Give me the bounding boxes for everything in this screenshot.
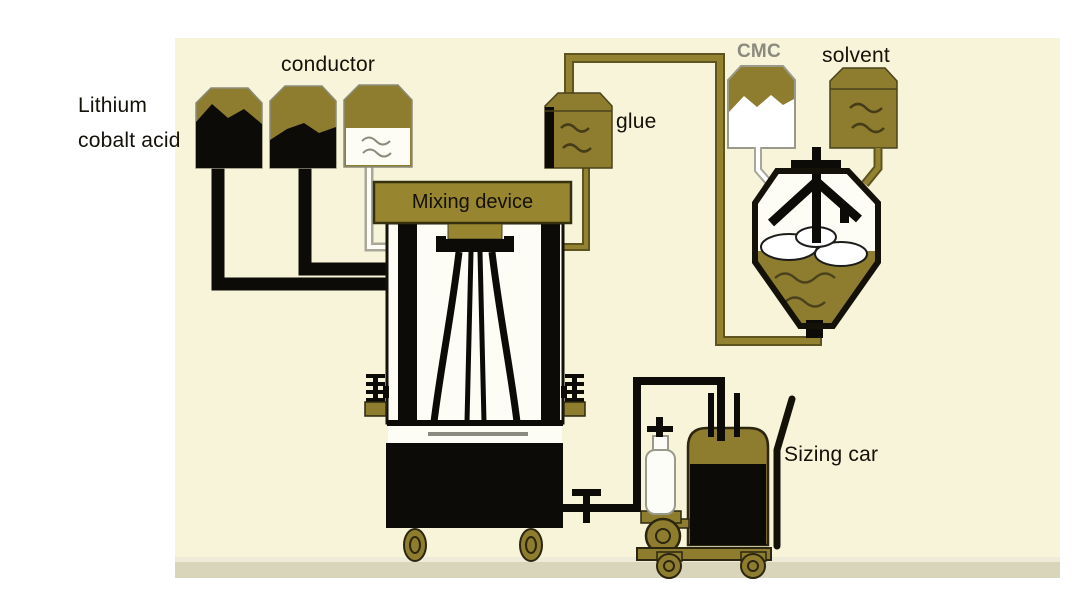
mixer-collar xyxy=(436,236,514,252)
glue-feed-pipe xyxy=(563,168,590,251)
conductor-feed-pipe xyxy=(298,167,402,276)
label-mixing-device: Mixing device xyxy=(411,191,534,213)
premix-tank xyxy=(752,147,881,338)
label-sizing-car: Sizing car xyxy=(784,443,879,466)
pump-assembly xyxy=(640,417,690,555)
label-lithium-line1: Lithium xyxy=(78,94,148,117)
label-conductor: conductor xyxy=(281,53,376,76)
cart-wheel-right xyxy=(740,551,767,579)
mixer-wheel-right xyxy=(519,528,543,562)
label-solvent: solvent xyxy=(822,44,890,67)
cmc-hopper xyxy=(727,65,796,149)
label-cmc: CMC xyxy=(737,41,781,62)
label-glue: glue xyxy=(616,110,657,133)
cart-wheel-left xyxy=(656,551,683,579)
solvent-tank xyxy=(829,67,898,149)
discharge-valve xyxy=(572,489,601,523)
lithium-feed-pipe xyxy=(211,167,402,291)
glue-tank xyxy=(544,92,613,169)
conductor-hopper-1 xyxy=(269,85,337,169)
premix-stirrer xyxy=(767,147,862,243)
solvent-pipe xyxy=(861,148,883,187)
conductor-hopper-2 xyxy=(343,84,413,168)
recirculation-pipe xyxy=(564,53,822,346)
mixer-shafts xyxy=(430,251,521,423)
liquid-feed-pipe xyxy=(364,166,391,252)
cart-handle xyxy=(773,395,796,550)
cmc-pipe xyxy=(754,147,775,188)
clamp-right xyxy=(561,374,586,417)
mixing-device xyxy=(364,180,586,562)
lithium-hopper xyxy=(195,87,263,169)
sizing-car xyxy=(636,381,796,579)
mixer-wheel-left xyxy=(403,528,427,562)
label-lithium-line2: cobalt acid xyxy=(78,129,181,152)
clamp-left xyxy=(364,374,389,417)
mixing-device-banner xyxy=(372,180,573,225)
